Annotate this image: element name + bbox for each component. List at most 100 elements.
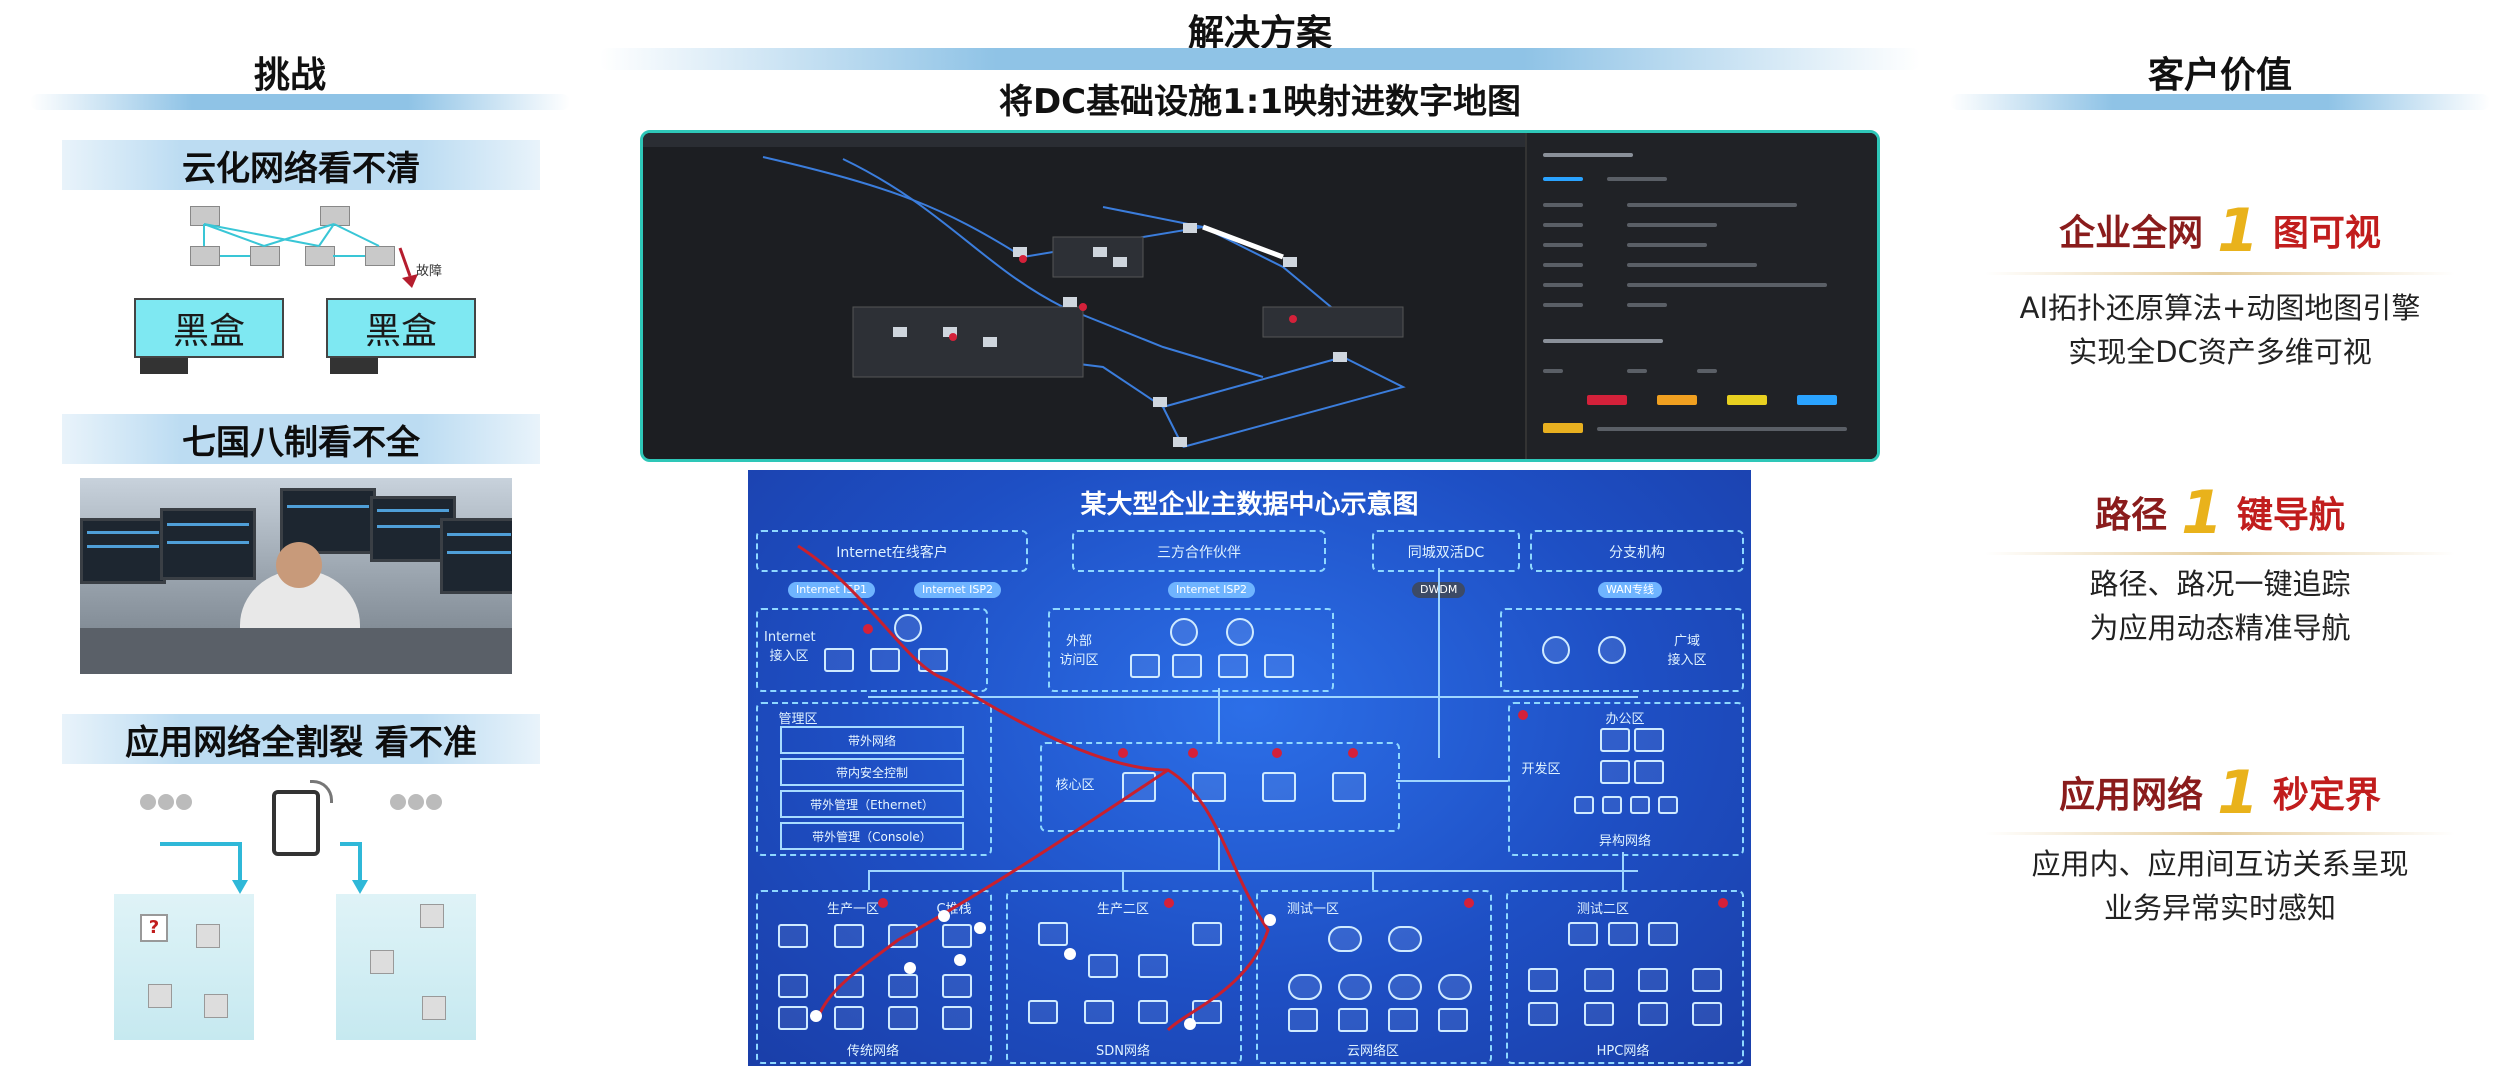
value-title-post: 秒定界 [2272, 775, 2381, 816]
mgmt-item-4: 带外管理（Console） [780, 822, 964, 850]
challenge-label-1: 云化网络看不清 [182, 148, 420, 189]
value-title-pre: 应用网络 [2059, 775, 2204, 816]
zone-label: 同城双活DC [1407, 545, 1485, 561]
switch-icon [365, 246, 395, 266]
black-box-label: 黑盒 [172, 311, 245, 352]
challenge-banner-2: 七国八制看不全 [62, 414, 540, 464]
zone-label: Internet在线客户 [836, 545, 948, 561]
zone-label: 云网络区 [1346, 1044, 1399, 1059]
zone-label: 管理区 [778, 712, 818, 727]
pill-partner-isp2: Internet ISP2 [1168, 582, 1256, 598]
zone-label: 分支机构 [1609, 545, 1665, 561]
value-title-pre: 企业全网 [2059, 213, 2204, 254]
mgmt-item-2: 带内安全控制 [780, 758, 964, 786]
left-app-pane [114, 894, 254, 1040]
value-desc-line: 路径、路况一键追踪 [2089, 567, 2351, 601]
value-header-ribbon [1950, 94, 2490, 110]
zone-internet-customers: Internet在线客户 [756, 530, 1028, 572]
zone-label: 外部 访问区 [1059, 634, 1099, 668]
zone-label: 开发区 [1521, 762, 1561, 777]
challenge-header-ribbon [30, 94, 570, 110]
black-box-right: 黑盒 [326, 298, 476, 358]
pill-isp2: Internet ISP2 [914, 582, 1002, 598]
zone-label: 办公区 [1605, 712, 1645, 727]
challenge1-illustration: 故障 黑盒 黑盒 [120, 196, 500, 380]
switch-icon [190, 246, 220, 266]
zone-production-1: 生产一区 C堆栈 传统网络 [756, 890, 992, 1064]
value-divider [1985, 832, 2455, 835]
right-app-pane [336, 894, 476, 1040]
zone-label: 生产一区 [826, 902, 879, 917]
zone-active-dc: 同城双活DC [1372, 530, 1520, 572]
zone-wan-access: 广域 接入区 [1500, 608, 1744, 692]
mgmt-item-3: 带外管理（Ethernet） [780, 790, 964, 818]
value-title-pre: 路径 [2095, 495, 2168, 536]
users-icon [390, 794, 442, 820]
value-title-num: 1 [2217, 758, 2259, 828]
link-lines-icon [203, 223, 418, 288]
zone-management: 管理区 [756, 702, 992, 856]
challenge-banner-3: 应用网络全割裂 看不准 [62, 714, 540, 764]
zone-label: SDN网络 [1096, 1044, 1150, 1059]
challenge-banner-1: 云化网络看不清 [62, 140, 540, 190]
server-icon [330, 358, 378, 374]
pill-wan: WAN专线 [1598, 582, 1663, 598]
zone-production-2: 生产二区 SDN网络 [1006, 890, 1242, 1064]
value-title-3: 应用网络 1 秒定界 [1960, 758, 2480, 828]
zone-label: 测试二区 [1576, 902, 1629, 917]
zone-label: Internet 接入区 [764, 630, 816, 664]
fault-label: 故障 [416, 264, 443, 279]
path-navigation-overlay [797, 544, 1270, 1032]
value-header: 客户价值 [2147, 55, 2292, 96]
zone-core: 核心区 [1040, 742, 1400, 832]
zone-label: 传统网络 [846, 1044, 899, 1059]
operator-monitor-photo [80, 478, 512, 674]
zone-office: 办公区 开发区 异构网络 [1508, 702, 1744, 856]
value-divider [1985, 272, 2455, 275]
zone-partners: 三方合作伙伴 [1072, 530, 1326, 572]
value-divider [1985, 552, 2455, 555]
zone-partner-access: 外部 访问区 [1048, 608, 1334, 692]
value-title-2: 路径 1 键导航 [1960, 478, 2480, 548]
server-icon [422, 996, 446, 1020]
value-desc-line: 应用内、应用间互访关系呈现 [2031, 847, 2409, 881]
zone-label: 异构网络 [1598, 834, 1651, 849]
server-icon [370, 950, 394, 974]
black-box-left: 黑盒 [134, 298, 284, 358]
arrow-icon [160, 842, 368, 894]
value-title-num: 1 [2217, 196, 2259, 266]
zone-label: 广域 接入区 [1667, 634, 1707, 668]
server-icon [196, 924, 220, 948]
value-desc-line: AI拓扑还原算法+动图地图引擎 [2019, 291, 2421, 325]
value-desc-line: 实现全DC资产多维可视 [2068, 335, 2372, 369]
challenge-label-2: 七国八制看不全 [182, 422, 420, 463]
server-icon [420, 904, 444, 928]
black-box-label: 黑盒 [364, 311, 437, 352]
zone-test-1: 测试一区 云网络区 [1256, 890, 1492, 1064]
zone-internet-access: Internet 接入区 [756, 608, 988, 692]
wifi-icon [310, 780, 333, 803]
value-title-num: 1 [2181, 478, 2223, 548]
users-icon [140, 794, 192, 820]
warning-app-icon: ? [140, 914, 168, 942]
zone-label: HPC网络 [1596, 1044, 1650, 1059]
zone-label: 核心区 [1055, 778, 1095, 793]
zone-label: 测试一区 [1286, 902, 1339, 917]
value-desc-line: 业务异常实时感知 [2103, 891, 2336, 925]
server-icon [140, 358, 188, 374]
value-desc-2: 路径、路况一键追踪 为应用动态精准导航 [1960, 562, 2480, 650]
datacenter-diagram: 某大型企业主数据中心示意图 Internet在线客户 三方合作伙伴 同城双活DC… [748, 470, 1751, 1066]
value-title-post: 键导航 [2236, 495, 2345, 536]
value-desc-1: AI拓扑还原算法+动图地图引擎 实现全DC资产多维可视 [1960, 286, 2480, 374]
zone-label: 生产二区 [1096, 902, 1149, 917]
zone-test-2: 测试二区 HPC网络 [1506, 890, 1744, 1064]
topology-map [762, 156, 1406, 448]
zone-label: 三方合作伙伴 [1157, 545, 1241, 561]
solution-header-ribbon [600, 48, 1920, 70]
challenge-label-3: 应用网络全割裂 看不准 [125, 722, 477, 763]
zone-branches: 分支机构 [1530, 530, 1744, 572]
server-icon [148, 984, 172, 1008]
value-desc-line: 为应用动态精准导航 [2089, 611, 2351, 645]
diagram-title: 某大型企业主数据中心示意图 [1080, 490, 1419, 520]
